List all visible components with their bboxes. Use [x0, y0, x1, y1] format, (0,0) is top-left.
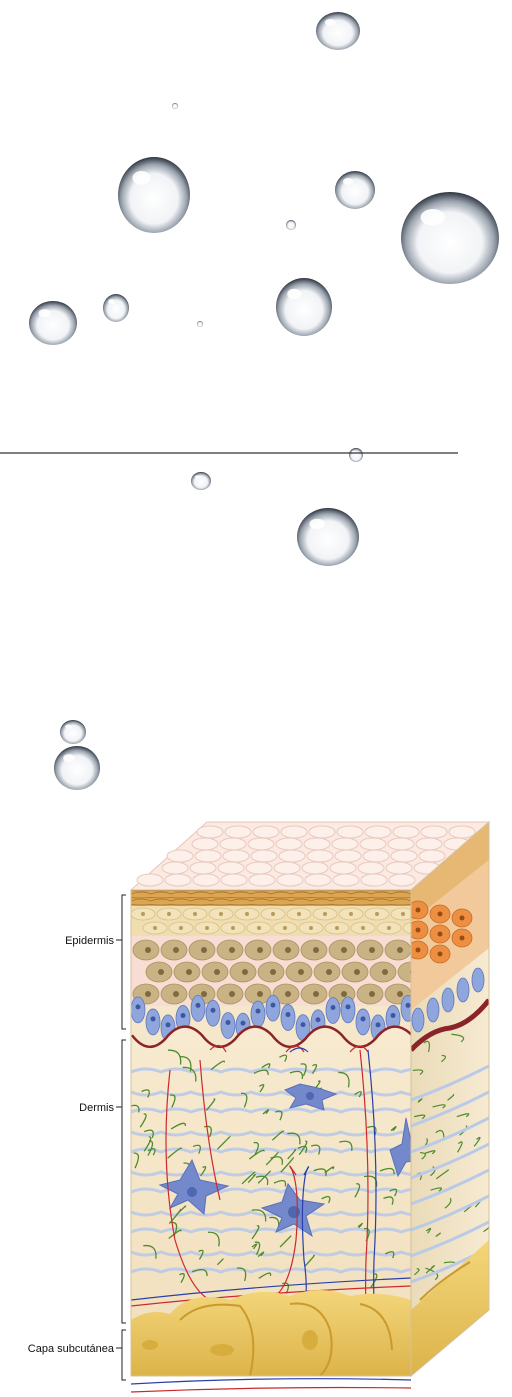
- water-droplet-icon: [316, 12, 360, 50]
- water-droplet-icon: [172, 103, 178, 109]
- layer-brackets: [116, 895, 126, 1380]
- dermis-label: Dermis: [79, 1102, 114, 1114]
- water-droplet-icon: [401, 192, 499, 284]
- water-droplet-icon: [286, 220, 296, 230]
- water-droplet-icon: [349, 448, 363, 462]
- subcutaneous-layer-label: Capa subcutánea: [28, 1343, 115, 1355]
- water-droplet-icon: [60, 720, 86, 744]
- water-droplet-icon: [54, 746, 100, 790]
- skin-front-face: [127, 884, 431, 1376]
- water-droplet-icon: [297, 508, 359, 566]
- water-droplets: [29, 12, 499, 790]
- water-droplet-icon: [276, 278, 332, 336]
- water-droplet-icon: [29, 301, 77, 345]
- water-droplet-icon: [197, 321, 203, 327]
- water-droplet-icon: [335, 171, 375, 209]
- skin-side-face: [408, 822, 492, 1376]
- water-droplet-icon: [103, 294, 129, 322]
- epidermis-label: Epidermis: [65, 935, 114, 947]
- skin-diagram: [127, 822, 492, 1392]
- water-droplet-icon: [191, 472, 211, 490]
- water-droplet-icon: [118, 157, 190, 233]
